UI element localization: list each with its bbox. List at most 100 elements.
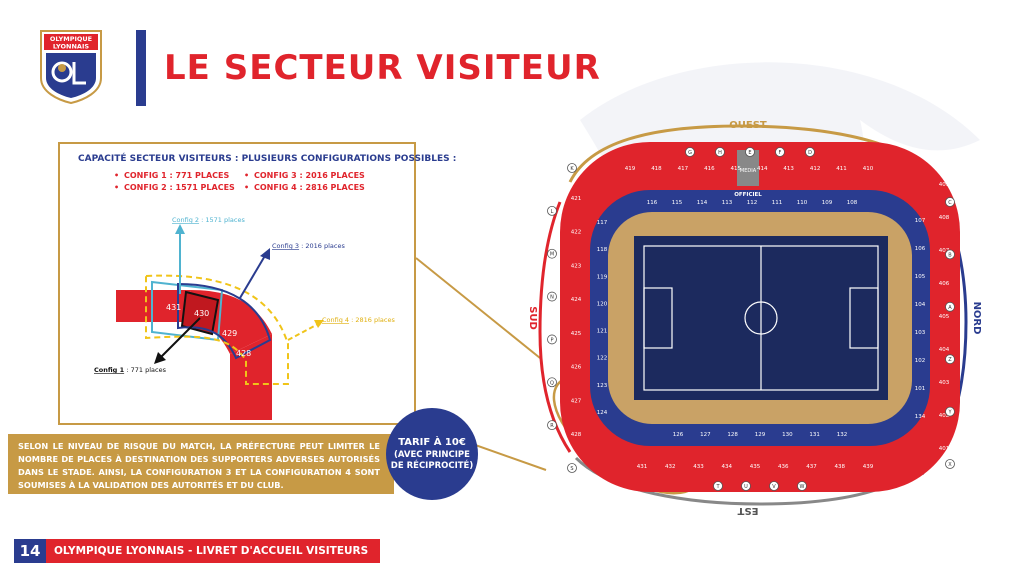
svg-text:Config 2 : 1571 places: Config 2 : 1571 places xyxy=(172,216,245,224)
section-label: 433 xyxy=(693,464,704,470)
section-label: 439 xyxy=(863,464,874,470)
section-label: 128 xyxy=(727,432,738,438)
gate-label: D xyxy=(808,150,812,156)
config-3-places: : 2016 places xyxy=(301,242,345,250)
section-label: 109 xyxy=(822,200,833,206)
gate-marker xyxy=(547,205,557,216)
section-label: 132 xyxy=(837,432,848,438)
gate-label: F xyxy=(779,150,782,156)
gate-marker xyxy=(715,147,725,157)
section-label: 108 xyxy=(847,200,858,206)
gate-label: T xyxy=(715,484,720,490)
gate-marker xyxy=(567,463,577,473)
gate-marker xyxy=(945,459,955,469)
section-label: 104 xyxy=(915,302,926,308)
section-label: 438 xyxy=(835,464,846,470)
gate-label: G xyxy=(688,150,692,156)
gate-label: Z xyxy=(948,357,952,363)
gate-label: P xyxy=(550,337,553,343)
section-label: 431 xyxy=(166,303,181,312)
section-label: 412 xyxy=(810,166,821,172)
est-label: EST xyxy=(737,505,758,516)
section-label: 423 xyxy=(571,263,582,269)
svg-text:Config 4 : 2816 places: Config 4 : 2816 places xyxy=(322,316,395,324)
config-4-outline xyxy=(145,274,289,385)
section-label: 105 xyxy=(915,274,926,280)
section-label: 122 xyxy=(597,356,608,362)
config-2-label: Config 2 xyxy=(172,216,199,224)
section-label: 130 xyxy=(782,432,793,438)
gate-label: W xyxy=(800,484,805,490)
section-label: 425 xyxy=(571,331,582,337)
section-label: 402 xyxy=(939,413,950,419)
section-label: 112 xyxy=(747,200,758,206)
config-4-arrowhead xyxy=(314,320,324,328)
config-3-label: Config 3 xyxy=(272,242,299,250)
ouest-label: OUEST xyxy=(729,120,767,131)
section-label: 102 xyxy=(915,358,926,364)
section-label: 413 xyxy=(783,166,794,172)
ol-logo: OLYMPIQUE LYONNAIS xyxy=(40,30,102,104)
section-label: 418 xyxy=(651,166,662,172)
gate-label: V xyxy=(772,484,776,490)
section-label: 437 xyxy=(806,464,817,470)
nord-label: NORD xyxy=(971,302,982,335)
section-label: 429 xyxy=(222,329,237,338)
config-2-item: CONFIG 2 : 1571 PLACES xyxy=(114,183,235,192)
media-label: MEDIA xyxy=(740,168,757,174)
section-label: 118 xyxy=(597,247,608,253)
config-3-outline xyxy=(177,282,272,360)
section-label: 408 xyxy=(939,215,950,221)
section-label: 421 xyxy=(571,196,582,202)
description-box: SELON LE NIVEAU DE RISQUE DU MATCH, LA P… xyxy=(8,434,394,494)
config-4-places: : 2816 places xyxy=(351,316,395,324)
section-label: 424 xyxy=(571,297,582,303)
media-box xyxy=(737,150,759,186)
section-label: 106 xyxy=(915,246,926,252)
config-1-outline xyxy=(180,290,220,336)
section-label: 411 xyxy=(836,166,847,172)
stand-block-left xyxy=(116,290,192,322)
right-penalty-box xyxy=(849,287,879,349)
center-circle xyxy=(744,301,778,335)
section-label: 114 xyxy=(697,200,708,206)
svg-text:Config 1 : 771 places: Config 1 : 771 places xyxy=(94,366,167,374)
page-title: LE SECTEUR VISITEUR xyxy=(164,48,601,88)
gate-label: N xyxy=(550,295,554,301)
section-label: 111 xyxy=(772,200,783,206)
gate-marker xyxy=(547,291,557,302)
gate-marker xyxy=(567,163,577,173)
gate-marker xyxy=(775,147,785,157)
gate-marker xyxy=(547,334,557,345)
gate-marker xyxy=(945,406,955,417)
config-1-item: CONFIG 1 : 771 PLACES xyxy=(114,171,229,180)
section-label: 431 xyxy=(637,464,648,470)
tarif-note-2: DE RÉCIPROCITÉ) xyxy=(390,460,474,471)
gate-label: E xyxy=(748,150,751,156)
sud-label: SUD xyxy=(530,306,538,330)
config-1-places: : 771 places xyxy=(126,366,166,374)
section-label: 426 xyxy=(571,365,582,371)
section-label: 134 xyxy=(915,414,926,420)
gate-marker xyxy=(769,481,779,491)
tarif-price: TARIF À 10€ xyxy=(398,436,466,448)
gate-label: M xyxy=(550,252,554,258)
gate-label: Y xyxy=(947,410,952,416)
section-label: 126 xyxy=(673,432,684,438)
section-label: 427 xyxy=(571,398,582,404)
section-label: 129 xyxy=(755,432,766,438)
config-panel: CAPACITÉ SECTEUR VISITEURS : PLUSIEURS C… xyxy=(58,142,456,425)
gate-marker xyxy=(945,249,955,260)
gate-marker xyxy=(741,481,751,491)
section-label: 113 xyxy=(722,200,733,206)
gate-label: B xyxy=(948,252,952,258)
footer-bar: 14 OLYMPIQUE LYONNAIS - LIVRET D'ACCUEIL… xyxy=(14,539,380,563)
section-label: 120 xyxy=(597,301,608,307)
gate-label: K xyxy=(570,166,574,172)
